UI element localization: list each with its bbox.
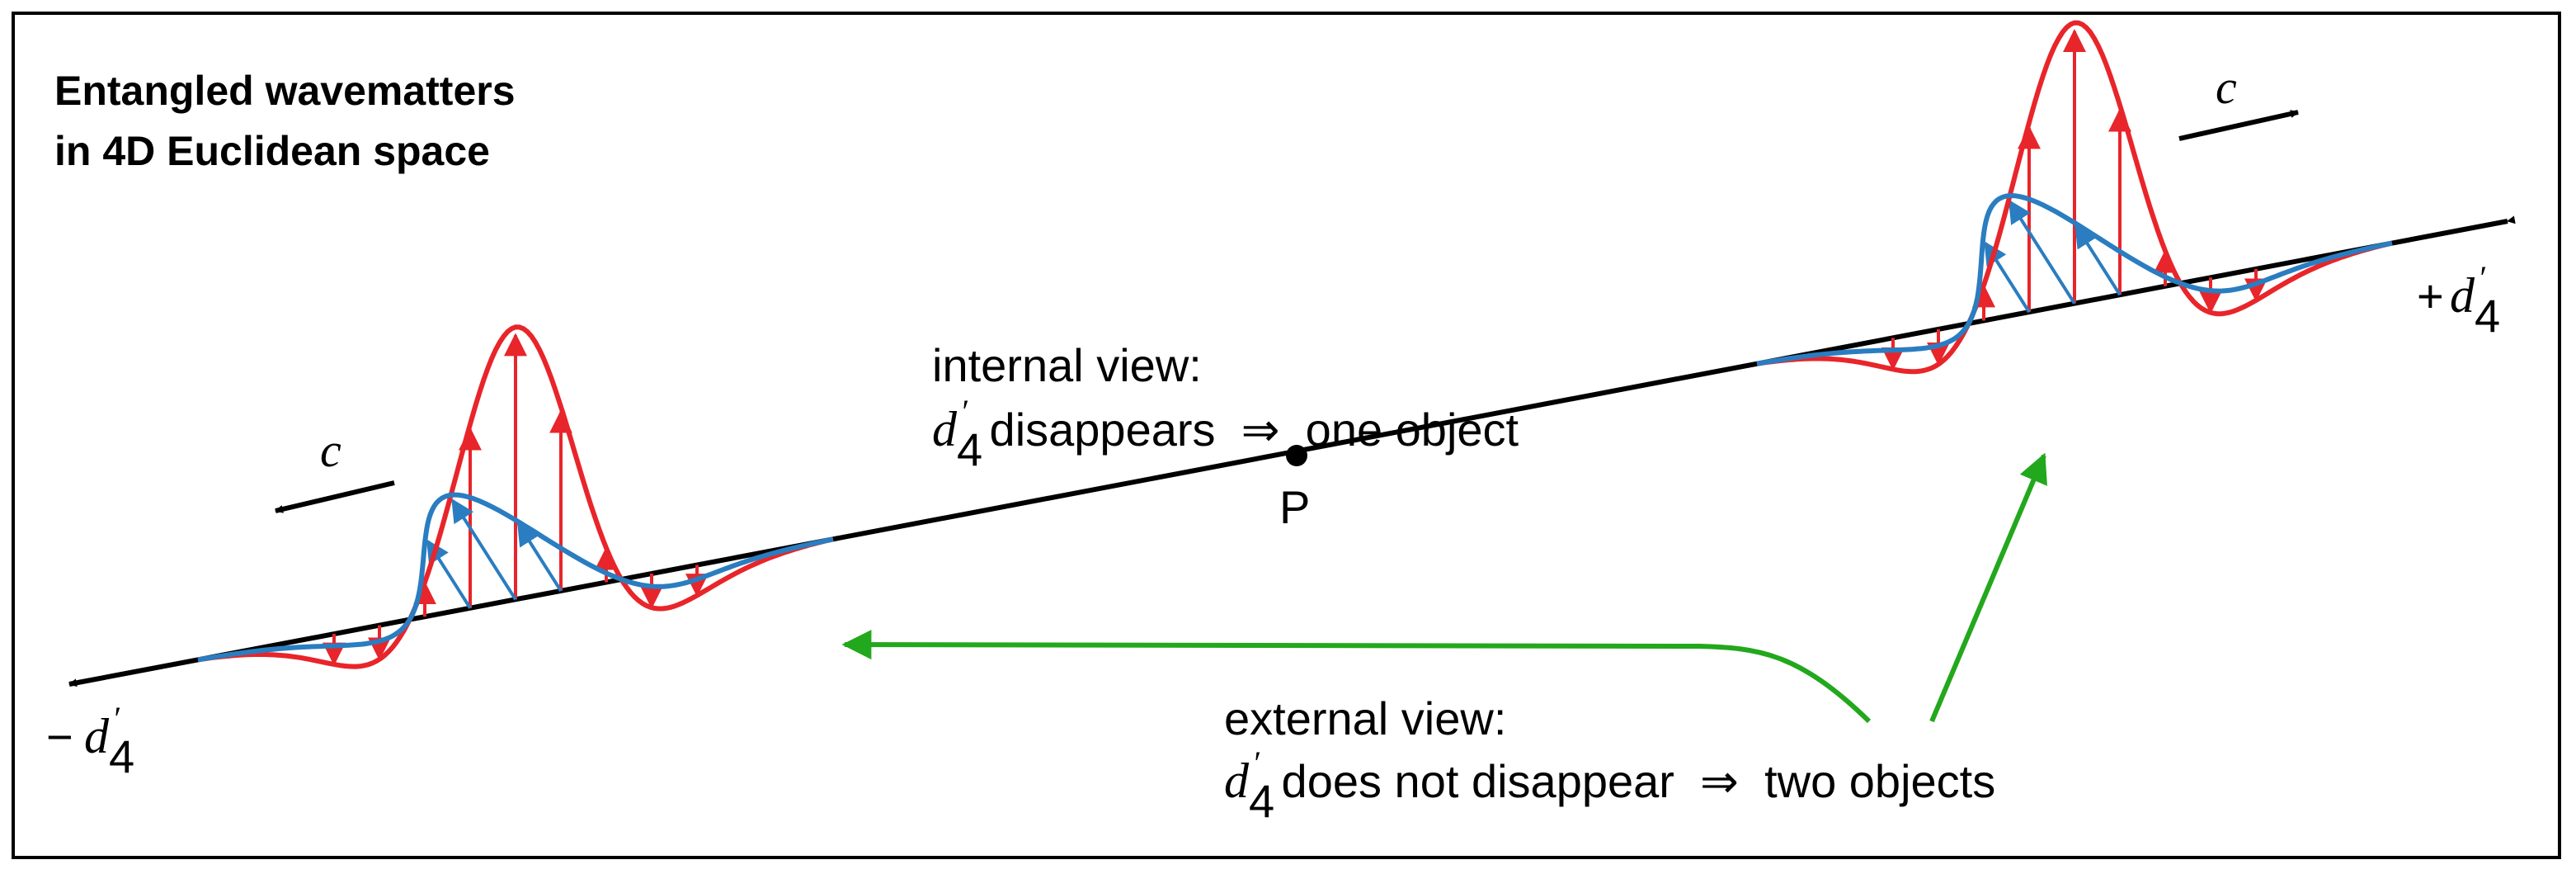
left-velocity-arrow [275,480,395,513]
title-line-1: Entangled wavematters [54,68,516,114]
internal-view-line-1: internal view: [932,339,1202,391]
left-blue-envelope [197,492,834,663]
internal-view-subscript: 4 [957,423,982,475]
left-red-field-arrows [323,333,709,666]
external-view-annotation: external view: d ′ 4 does not disappear … [1224,692,1995,827]
right-wavematter [1756,20,2393,375]
internal-view-var: d [932,402,958,456]
left-wavematter [197,324,834,669]
internal-view-annotation: internal view: d ′ 4 disappears ⇒ one ob… [932,339,1519,475]
neg-d4-sign: − [46,711,73,763]
pos-d4-subscript: 4 [2475,290,2500,342]
right-velocity-arrow [2178,110,2299,141]
point-p-label: P [1279,481,1310,533]
right-blue-envelope [1756,192,2393,366]
internal-view-prime: ′ [960,393,968,430]
left-speed-label: c [320,423,341,477]
right-red-envelope [1756,20,2393,375]
external-view-line-2: does not disappear ⇒ two objects [1269,755,1995,807]
left-red-envelope [197,324,834,669]
internal-view-line-2: disappears ⇒ one object [977,404,1519,456]
blue-field-arrow [451,498,517,601]
right-red-field-arrows [1881,29,2268,371]
green-arrow-to-right-wave [1929,452,2047,723]
external-view-var: d [1224,754,1250,808]
neg-d4-var: d [84,709,110,763]
neg-d4-prime: ′ [112,700,120,737]
blue-field-arrow [516,522,563,592]
pos-d4-sign: + [2417,270,2444,322]
neg-d4-label: − d ′ 4 [46,700,134,782]
right-speed-label: c [2216,60,2237,114]
green-arrow-to-left-wave [841,630,1872,724]
pos-d4-label: + d ′ 4 [2417,259,2500,342]
blue-field-arrow [2008,199,2076,305]
title-line-2: in 4D Euclidean space [54,128,490,174]
external-view-line-1: external view: [1224,692,1506,744]
left-blue-field-arrows [426,498,563,609]
external-view-subscript: 4 [1249,775,1274,827]
external-view-prime: ′ [1252,744,1260,782]
pos-d4-var: d [2450,268,2475,323]
point-p [1286,445,1307,466]
pos-d4-prime: ′ [2478,259,2486,296]
neg-d4-subscript: 4 [109,730,134,782]
blue-field-arrow [2074,224,2122,296]
